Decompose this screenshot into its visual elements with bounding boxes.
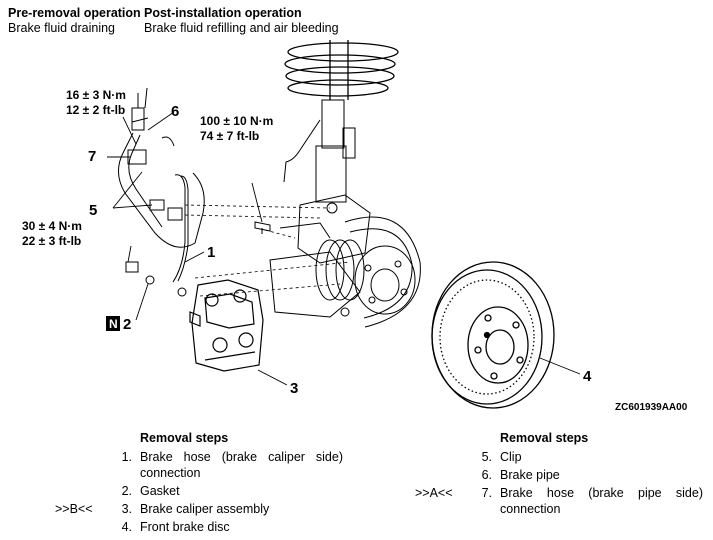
strut-drawing bbox=[283, 99, 356, 203]
removal-step: 2. Gasket bbox=[122, 483, 343, 499]
step-text: Brake caliper assembly bbox=[140, 502, 270, 516]
removal-step: 4. Front brake disc bbox=[122, 519, 343, 535]
removal-step: 6. Brake pipe bbox=[482, 467, 703, 483]
pre-removal-title: Pre-removal operation bbox=[8, 6, 141, 20]
pre-removal-header: Pre-removal operation Brake fluid draini… bbox=[8, 6, 141, 36]
removal-steps-right: Removal steps 5. Clip 6. Brake pipe >>A<< 7. B… bbox=[415, 430, 703, 517]
step-text: Gasket bbox=[140, 484, 180, 498]
removal-step: >>A<< 7. Brake hose (brake pipe side) conn… bbox=[415, 485, 703, 517]
front-brake-disc-drawing bbox=[431, 261, 555, 409]
n-badge-box bbox=[106, 316, 120, 331]
step-number: 4. bbox=[121, 520, 132, 534]
removal-steps-left: Removal steps 1. Brake hose (brake calipe… bbox=[55, 430, 343, 535]
torque-mid-nm-label: 100 ± 10 N·m bbox=[200, 114, 273, 128]
brake-assembly-diagram: 16 ± 3 N·m 12 ± 2 ft-lb 6 7 5 100 ± 10 N… bbox=[22, 40, 688, 413]
callout-3: 3 bbox=[290, 380, 298, 397]
step-text: Brake hose (brake caliper side) connecti… bbox=[140, 450, 343, 480]
torque-2-ftlb-label: 22 ± 3 ft-lb bbox=[22, 234, 81, 248]
n-badge: N bbox=[109, 317, 118, 331]
step-number: 7. bbox=[481, 486, 492, 500]
torque-6-ftlb-label: 12 ± 2 ft-lb bbox=[66, 103, 125, 117]
step-number: 1. bbox=[121, 450, 132, 464]
figure-code: ZC601939AA00 bbox=[615, 402, 688, 413]
step-number: 6. bbox=[481, 468, 492, 482]
torque-6-nm-label: 16 ± 3 N·m bbox=[66, 88, 126, 102]
step-text: Clip bbox=[500, 450, 522, 464]
brake-line-drawing bbox=[118, 87, 205, 297]
callout-4: 4 bbox=[583, 368, 592, 385]
step-number: 5. bbox=[481, 450, 492, 464]
torque-2-nm-label: 30 ± 4 N·m bbox=[22, 219, 82, 233]
callout-6: 6 bbox=[171, 103, 179, 120]
removal-steps-right-title: Removal steps bbox=[500, 431, 589, 445]
callout-7: 7 bbox=[88, 148, 96, 165]
step-number: 2. bbox=[121, 484, 132, 498]
removal-step: 1. Brake hose (brake caliper side) connec… bbox=[122, 449, 343, 481]
removal-step: 5. Clip bbox=[482, 449, 703, 465]
step-reference-mark: >>A<< bbox=[415, 486, 453, 500]
knuckle-drawing bbox=[254, 194, 371, 318]
removal-step: >>B<< 3. Brake caliper assembly bbox=[55, 501, 343, 517]
callout-2: 2 bbox=[123, 316, 131, 333]
callout-1: 1 bbox=[207, 244, 215, 261]
post-installation-item: Brake fluid refilling and air bleeding bbox=[144, 21, 339, 35]
post-installation-header: Post-installation operation Brake fluid … bbox=[144, 6, 339, 36]
step-number: 3. bbox=[121, 502, 132, 516]
removal-steps-left-title: Removal steps bbox=[140, 431, 229, 445]
alignment-guides bbox=[184, 204, 351, 297]
step-text: Brake pipe bbox=[500, 468, 560, 482]
leader-lines bbox=[107, 111, 581, 386]
step-text: Brake hose (brake pipe side) connection bbox=[500, 486, 703, 516]
torque-mid-ftlb-label: 74 ± 7 ft-lb bbox=[200, 129, 259, 143]
post-installation-title: Post-installation operation bbox=[144, 6, 302, 20]
step-reference-mark: >>B<< bbox=[55, 502, 93, 516]
callout-5: 5 bbox=[89, 202, 97, 219]
pre-removal-item: Brake fluid draining bbox=[8, 21, 116, 35]
step-text: Front brake disc bbox=[140, 520, 230, 534]
rear-disc-outline bbox=[344, 216, 421, 328]
caliper-drawing bbox=[189, 279, 264, 372]
hub-drawing bbox=[315, 239, 416, 315]
coil-spring-drawing bbox=[284, 40, 399, 100]
rear-disc-inner bbox=[349, 228, 413, 319]
